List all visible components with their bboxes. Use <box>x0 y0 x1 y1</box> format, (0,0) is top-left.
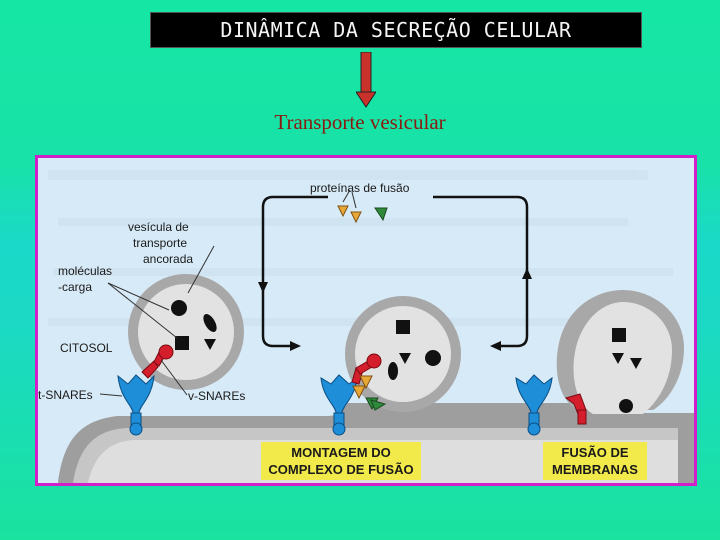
label-docked-vesicle-2: transporte <box>133 236 187 250</box>
fusing-vesicle <box>345 296 461 412</box>
arrow-head-down-left <box>258 282 268 293</box>
v-snare-1 <box>141 344 174 379</box>
diagram-panel: proteínas de fusão vesícula de transport… <box>35 155 697 486</box>
label-v-snares: v-SNAREs <box>188 389 245 403</box>
down-arrow-icon <box>356 52 376 108</box>
assembly-label-box: MONTAGEM DO COMPLEXO DE FUSÃO <box>261 442 421 480</box>
label-cargo-2: -carga <box>58 280 92 294</box>
page-title: DINÂMICA DA SECREÇÃO CELULAR <box>220 18 572 42</box>
fusion-label-box: FUSÃO DE MEMBRANAS <box>543 442 647 480</box>
t-snare-2 <box>320 374 358 436</box>
subtitle: Transporte vesicular <box>274 110 446 134</box>
label-cytosol: CITOSOL <box>60 341 113 355</box>
title-box: DINÂMICA DA SECREÇÃO CELULAR <box>150 12 642 48</box>
membrane-fusion-vesicle <box>556 290 684 414</box>
free-fusion-proteins <box>337 189 388 224</box>
arrow-head-up-right <box>522 268 532 279</box>
leader-lines <box>99 245 215 397</box>
v-snare-3 <box>564 393 587 425</box>
label-docked-vesicle-3: ancorada <box>143 252 193 266</box>
label-fusion-proteins: proteínas de fusão <box>310 181 410 195</box>
v-snare-2 <box>351 353 382 385</box>
vesicle-transport-diagram: proteínas de fusão vesícula de transport… <box>38 158 694 483</box>
assembly-label-line-1: MONTAGEM DO <box>291 445 390 460</box>
label-cargo-1: moléculas <box>58 264 112 278</box>
label-docked-vesicle-1: vesícula de <box>128 220 189 234</box>
arrow-head-left <box>490 341 501 351</box>
assembly-label-line-2: COMPLEXO DE FUSÃO <box>268 462 413 477</box>
fusion-complex-proteins <box>352 375 387 411</box>
t-snare-1 <box>117 374 155 436</box>
t-snare-3 <box>515 374 553 436</box>
arrow-head-right <box>290 341 301 351</box>
fusion-label-line-2: MEMBRANAS <box>552 462 638 477</box>
label-t-snares: t-SNAREs <box>38 388 93 402</box>
fusion-label-line-1: FUSÃO DE <box>561 445 629 460</box>
